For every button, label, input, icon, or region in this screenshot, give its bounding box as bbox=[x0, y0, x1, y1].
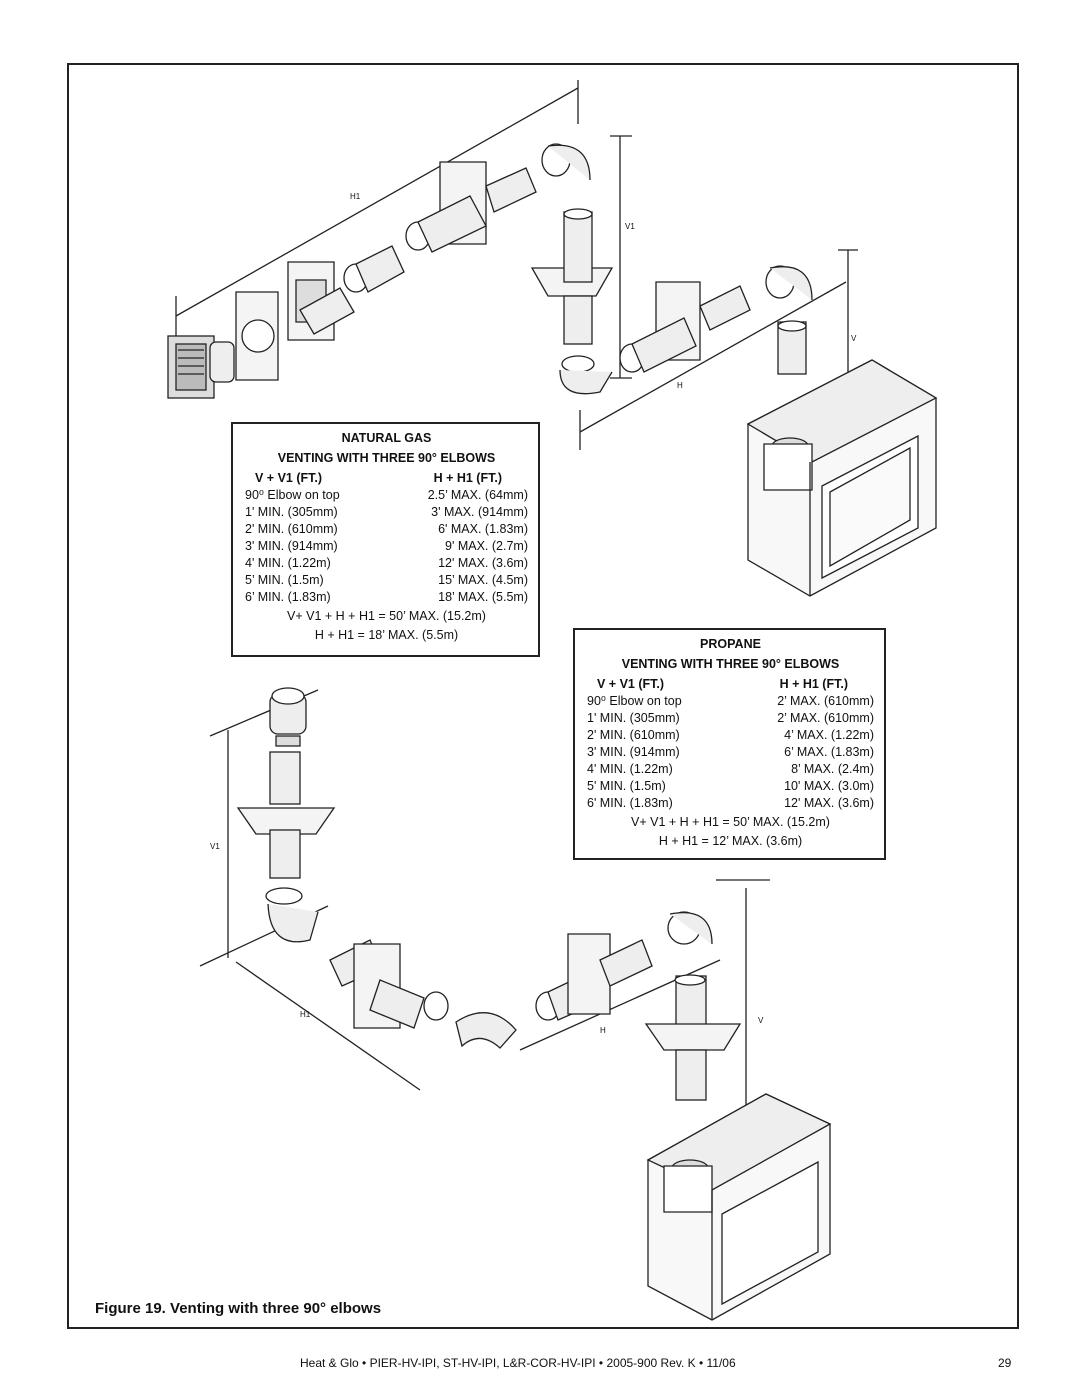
cell: 8’ MAX. (2.4m) bbox=[791, 762, 874, 776]
cell: 5’ MIN. (1.5m) bbox=[245, 573, 324, 587]
page-number: 29 bbox=[998, 1356, 1012, 1370]
cell: 2' MIN. (610mm) bbox=[587, 728, 680, 742]
dim-line-h1-bottom bbox=[235, 961, 421, 1091]
table-row: 2' MIN. (610mm) 6' MAX. (1.83m) bbox=[245, 521, 528, 538]
propane-table: PROPANE VENTING WITH THREE 90° ELBOWS V … bbox=[573, 628, 886, 860]
cell: 3' MAX. (914mm) bbox=[431, 505, 528, 519]
cell: 2’ MAX. (610mm) bbox=[777, 711, 874, 725]
table-row: 3' MIN. (914mm) 9' MAX. (2.7m) bbox=[245, 538, 528, 555]
propane-title: PROPANE bbox=[700, 637, 761, 651]
cell: 6’ MAX. (1.83m) bbox=[784, 745, 874, 759]
table-row: 1' MIN. (305mm) 3' MAX. (914mm) bbox=[245, 504, 528, 521]
propane-header: V + V1 (FT.) H + H1 (FT.) bbox=[587, 676, 874, 693]
table-row: 5' MIN. (1.5m) 10' MAX. (3.0m) bbox=[587, 778, 874, 795]
cell: 2’ MAX. (610mm) bbox=[777, 694, 874, 708]
cell: 10' MAX. (3.0m) bbox=[784, 779, 874, 793]
cell: 90⁰ Elbow on top bbox=[587, 694, 682, 708]
cell: 9' MAX. (2.7m) bbox=[445, 539, 528, 553]
table-row: 6' MIN. (1.83m) 12' MAX. (3.6m) bbox=[587, 795, 874, 812]
cell: 2.5’ MAX. (64mm) bbox=[427, 488, 528, 502]
propane-col2: H + H1 (FT.) bbox=[779, 677, 848, 691]
table-row: 2' MIN. (610mm) 4’ MAX. (1.22m) bbox=[587, 727, 874, 744]
cell: 3' MIN. (914mm) bbox=[587, 745, 680, 759]
table-row: 3' MIN. (914mm) 6’ MAX. (1.83m) bbox=[587, 744, 874, 761]
label-h-top: H bbox=[677, 381, 683, 390]
cell: 1' MIN. (305mm) bbox=[245, 505, 338, 519]
table-row: 90⁰ Elbow on top 2’ MAX. (610mm) bbox=[587, 693, 874, 710]
table-row: 6’ MIN. (1.83m) 18’ MAX. (5.5m) bbox=[245, 589, 528, 606]
propane-total-1: V+ V1 + H + H1 = 50’ MAX. (15.2m) bbox=[631, 815, 830, 829]
natural-gas-table: NATURAL GAS VENTING WITH THREE 90° ELBOW… bbox=[231, 422, 540, 657]
table-row: 4' MIN. (1.22m) 12' MAX. (3.6m) bbox=[245, 555, 528, 572]
natural-gas-col2: H + H1 (FT.) bbox=[433, 471, 502, 485]
cell: 6’ MIN. (1.83m) bbox=[245, 590, 331, 604]
cell: 90⁰ Elbow on top bbox=[245, 488, 340, 502]
cell: 4’ MAX. (1.22m) bbox=[784, 728, 874, 742]
natural-gas-header: V + V1 (FT.) H + H1 (FT.) bbox=[245, 470, 528, 487]
label-h1-top: H1 bbox=[350, 192, 361, 201]
table-row: 90⁰ Elbow on top 2.5’ MAX. (64mm) bbox=[245, 487, 528, 504]
natural-gas-total-1: V+ V1 + H + H1 = 50’ MAX. (15.2m) bbox=[287, 609, 486, 623]
table-row: 1' MIN. (305mm) 2’ MAX. (610mm) bbox=[587, 710, 874, 727]
propane-total-2: H + H1 = 12’ MAX. (3.6m) bbox=[658, 834, 803, 848]
cell: 12' MAX. (3.6m) bbox=[438, 556, 528, 570]
cell: 1' MIN. (305mm) bbox=[587, 711, 680, 725]
table-row: 5’ MIN. (1.5m) 15’ MAX. (4.5m) bbox=[245, 572, 528, 589]
dim-line-h-top bbox=[579, 281, 847, 433]
natural-gas-subtitle: VENTING WITH THREE 90° ELBOWS bbox=[277, 451, 496, 465]
page-footer: Heat & Glo • PIER-HV-IPI, ST-HV-IPI, L&R… bbox=[300, 1356, 736, 1370]
natural-gas-col1: V + V1 (FT.) bbox=[255, 471, 323, 485]
cell: 6' MIN. (1.83m) bbox=[587, 796, 673, 810]
cell: 3' MIN. (914mm) bbox=[245, 539, 338, 553]
cell: 4' MIN. (1.22m) bbox=[587, 762, 673, 776]
figure-caption: Figure 19. Venting with three 90° elbows bbox=[95, 1300, 382, 1317]
label-v-top: V bbox=[851, 334, 857, 343]
natural-gas-title: NATURAL GAS bbox=[341, 431, 432, 445]
label-v1-top: V1 bbox=[625, 222, 635, 231]
cell: 12' MAX. (3.6m) bbox=[784, 796, 874, 810]
cell: 15’ MAX. (4.5m) bbox=[438, 573, 528, 587]
label-h1-bottom: H1 bbox=[300, 1010, 311, 1019]
figure-frame bbox=[67, 63, 1019, 1329]
label-h-bottom: H bbox=[600, 1026, 606, 1035]
cell: 6' MAX. (1.83m) bbox=[438, 522, 528, 536]
propane-subtitle: VENTING WITH THREE 90° ELBOWS bbox=[621, 657, 840, 671]
natural-gas-total-2: H + H1 = 18’ MAX. (5.5m) bbox=[314, 628, 459, 642]
propane-col1: V + V1 (FT.) bbox=[597, 677, 665, 691]
cell: 18’ MAX. (5.5m) bbox=[438, 590, 528, 604]
label-v-bottom: V bbox=[758, 1016, 764, 1025]
cell: 2' MIN. (610mm) bbox=[245, 522, 338, 536]
cell: 5' MIN. (1.5m) bbox=[587, 779, 666, 793]
cell: 4' MIN. (1.22m) bbox=[245, 556, 331, 570]
label-v1-bottom: V1 bbox=[210, 842, 220, 851]
table-row: 4' MIN. (1.22m) 8’ MAX. (2.4m) bbox=[587, 761, 874, 778]
dim-line-h1-top bbox=[175, 87, 579, 317]
